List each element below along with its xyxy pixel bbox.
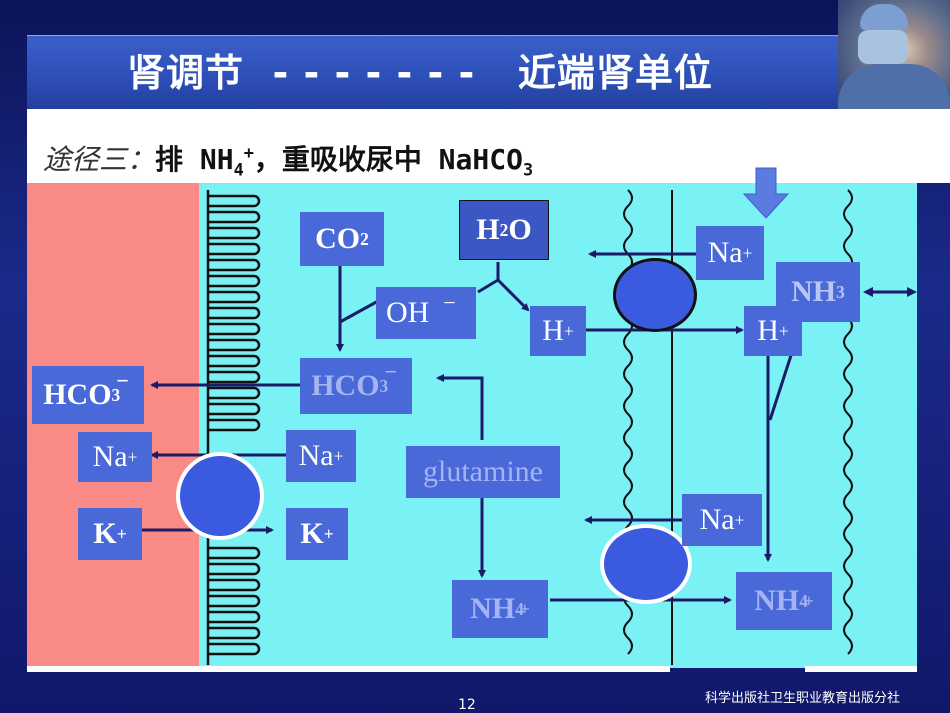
subtitle-prefix: 途径三： (43, 143, 156, 176)
subtitle-lead: 排 NH (155, 143, 234, 176)
na-h-exchanger (613, 258, 697, 332)
h-ion-cell: H+ (530, 306, 586, 356)
title-band: 肾调节 - - - - - - - 近端肾单位 (27, 35, 950, 110)
slide-subtitle: 途径三：排 NH4+，重吸收尿中 NaHCO3 (43, 138, 533, 180)
page-number: 12 (458, 697, 476, 713)
na-ion-cell: Na+ (286, 430, 356, 482)
slide-title: 肾调节 - - - - - - - 近端肾单位 (127, 51, 713, 95)
na-ion-blood: Na+ (78, 432, 152, 482)
nh4-cell-sup: + (519, 598, 530, 619)
subtitle-band (27, 109, 950, 183)
h2o-sub: 2 (499, 219, 509, 240)
nh3-base: NH (791, 275, 837, 308)
na-blood-sup: + (127, 446, 138, 467)
surgeon-photo (838, 0, 950, 112)
nh4-cell-base: NH (470, 592, 516, 625)
h-cell-base: H (542, 314, 564, 347)
oh-text: OH (386, 296, 430, 329)
bottom-border-left (27, 666, 670, 672)
subtitle-nh4-sup: + (243, 142, 254, 163)
surgeon-cap (860, 4, 908, 30)
k-ion-cell: K+ (286, 508, 348, 560)
subtitle-middle: ，重吸收尿中 NaHCO (253, 143, 523, 176)
na-cell-sup: + (333, 445, 344, 466)
nh4-lumen-sub: 4 (799, 590, 808, 611)
hco3-cell-base: HCO (311, 369, 380, 402)
k-blood-base: K (93, 517, 117, 550)
surgeon-mask (858, 30, 908, 64)
na-lumen-top-base: Na (707, 236, 743, 269)
k-cell-base: K (300, 517, 324, 550)
oh-charge: − (443, 290, 456, 315)
k-cell-sup: + (323, 523, 334, 544)
glutamine-text: glutamine (423, 455, 543, 488)
hco3-cell-charge: − (384, 359, 397, 384)
hco3-cell-sub: 3 (379, 375, 389, 396)
hco3-blood-base: HCO (43, 378, 112, 411)
na-nh4-exchanger (600, 524, 692, 604)
na-blood-base: Na (92, 440, 128, 473)
na-lumen-top-sup: + (742, 242, 753, 263)
co2-base: CO (315, 222, 361, 255)
k-ion-blood: K+ (78, 508, 142, 560)
h-lumen-base: H (757, 314, 779, 347)
hco3-blood-sub: 3 (111, 384, 121, 405)
na-lumen-bottom-sup: + (734, 509, 745, 530)
na-cell-base: Na (298, 439, 334, 472)
h-lumen-sup: + (778, 320, 789, 341)
glutamine-label: glutamine (406, 446, 560, 498)
k-blood-sup: + (116, 523, 127, 544)
na-k-pump (176, 452, 264, 540)
publisher-footer: 科学出版社卫生职业教育出版分社 (705, 691, 901, 706)
nh4-cell-sub: 4 (515, 598, 524, 619)
na-lumen-bottom-base: Na (699, 503, 735, 536)
nh3-sub: 3 (836, 281, 845, 302)
h2o-tail: O (508, 213, 532, 246)
basolateral-membrane (206, 190, 261, 665)
co2-sub: 2 (360, 228, 369, 249)
na-ion-lumen-top: Na+ (696, 226, 764, 280)
subtitle-nh4-sub: 4 (233, 159, 244, 180)
hco3-blood-charge: − (116, 368, 129, 393)
oh-label: OH− (376, 287, 476, 339)
nh4-lumen-base: NH (754, 584, 800, 617)
filtrate-arrow (742, 167, 790, 219)
subtitle-hco3-sub: 3 (522, 159, 534, 180)
h-cell-sup: + (563, 320, 574, 341)
na-ion-lumen-bottom: Na+ (682, 494, 762, 546)
surgeon-body (838, 64, 950, 112)
blood-region (27, 183, 199, 668)
nh4-lumen-sup: + (803, 590, 814, 611)
h2o-base: H (476, 213, 500, 246)
bottom-border-right (805, 666, 917, 672)
